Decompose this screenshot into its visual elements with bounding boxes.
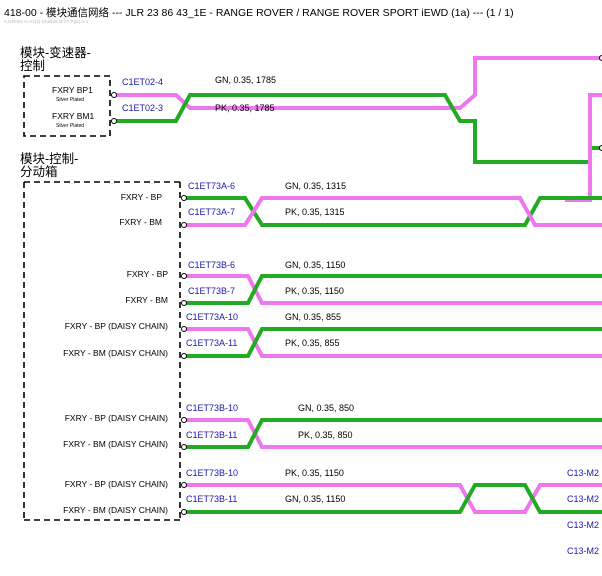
wire-gn-855 (184, 327, 602, 358)
wire-spec: PK, 0.35, 855 (285, 338, 340, 348)
connector-label: C1ET73B-11 (186, 494, 238, 504)
tcm-module-box (23, 75, 111, 137)
tcm-pin-label: FXRY BM1 (52, 111, 95, 121)
connector-label: C1ET73A-7 (188, 207, 236, 217)
tcase-pin-label: FXRY - BM (125, 295, 168, 305)
tcase-pin-label: FXRY - BP (126, 269, 168, 279)
connector-label: C1ET02-3 (122, 103, 164, 113)
tcm-pin-label: FXRY BP1 (52, 85, 93, 95)
page-subtitle: CJLR001-G-A1(2)-Chassis (EXT-Pg2) cl.1 (4, 19, 89, 24)
right-connector-label: C13-M2 (567, 520, 600, 530)
wire-pk-1150 (184, 274, 602, 305)
wire-pk-1150b (184, 483, 602, 514)
wire-spec: PK, 0.35, 1315 (285, 207, 345, 217)
tcase-pin-label: FXRY - BM (DAISY CHAIN) (63, 439, 168, 449)
wire-gn-850 (184, 418, 602, 449)
module-tcm-line2: 控制 (20, 59, 46, 73)
connector-label: C1ET73B-11 (186, 430, 238, 440)
wire-spec: PK, 0.35, 850 (298, 430, 353, 440)
wire-spec: GN, 0.35, 1150 (285, 494, 346, 504)
wire-gn-1315 (184, 196, 602, 227)
pin-terminals (111, 55, 602, 515)
tcase-pin-label: FXRY - BP (DAISY CHAIN) (64, 479, 168, 489)
tcase-pin-label: FXRY - BP (120, 192, 162, 202)
module-tcm-line1: 模块-变速器- (20, 46, 91, 60)
connector-label: C1ET73A-6 (188, 181, 236, 191)
wire-gn-1785 (114, 56, 602, 110)
connector-label: C1ET73A-11 (186, 338, 238, 348)
connector-label: C1ET73B-10 (186, 468, 239, 478)
page-title: 418-00 - 模块通信网络 --- JLR 23 86 43_1E - RA… (4, 7, 514, 19)
tcase-pin-label: FXRY - BP (DAISY CHAIN) (64, 321, 168, 331)
tcm-pin-sub: Silver Plated (56, 123, 85, 129)
connector-label: C1ET73B-6 (188, 260, 236, 270)
wire-gn-1150 (184, 274, 602, 305)
wire-spec: GN, 0.35, 1315 (285, 181, 347, 191)
wire-spec: GN, 0.35, 1150 (285, 260, 346, 270)
module-tcase-name: 模块-控制- 分动箱 (20, 153, 78, 179)
connector-label: C1ET73A-10 (186, 312, 239, 322)
wire-spec: GN, 0.35, 855 (285, 312, 342, 322)
wire-spec: PK, 0.35, 1150 (285, 286, 344, 296)
tcase-pin-label: FXRY - BM (DAISY CHAIN) (63, 505, 168, 515)
module-tcase-line2: 分动箱 (20, 165, 58, 179)
tcase-pin-label: FXRY - BP (DAISY CHAIN) (64, 413, 168, 423)
wire-spec: GN, 0.35, 850 (298, 403, 355, 413)
wire-spec: PK, 0.35, 1150 (285, 468, 344, 478)
connector-label: C1ET73B-7 (188, 286, 236, 296)
tcm-pin-sub: Silver Plated (56, 97, 85, 103)
module-tcm-name: 模块-变速器- 控制 (20, 47, 91, 73)
wire-pk-1315 (184, 196, 602, 227)
module-tcase-line1: 模块-控制- (20, 152, 79, 166)
wire-spec: PK, 0.35, 1785 (215, 103, 275, 113)
wire-gn-1150b (184, 483, 602, 514)
right-connector-label: C13-M2 (567, 468, 600, 478)
connector-label: C1ET73B-10 (186, 403, 239, 413)
connector-label: C1ET02-4 (122, 77, 164, 87)
right-connector-label: C13-M2 (567, 546, 600, 556)
wire-pk-850 (184, 418, 602, 449)
wire-spec: GN, 0.35, 1785 (215, 75, 277, 85)
wire-pk-855 (184, 327, 602, 358)
right-connector-label: C13-M2 (567, 494, 600, 504)
tcase-pin-label: FXRY - BM (119, 217, 162, 227)
tcase-pin-label: FXRY - BM (DAISY CHAIN) (63, 348, 168, 358)
